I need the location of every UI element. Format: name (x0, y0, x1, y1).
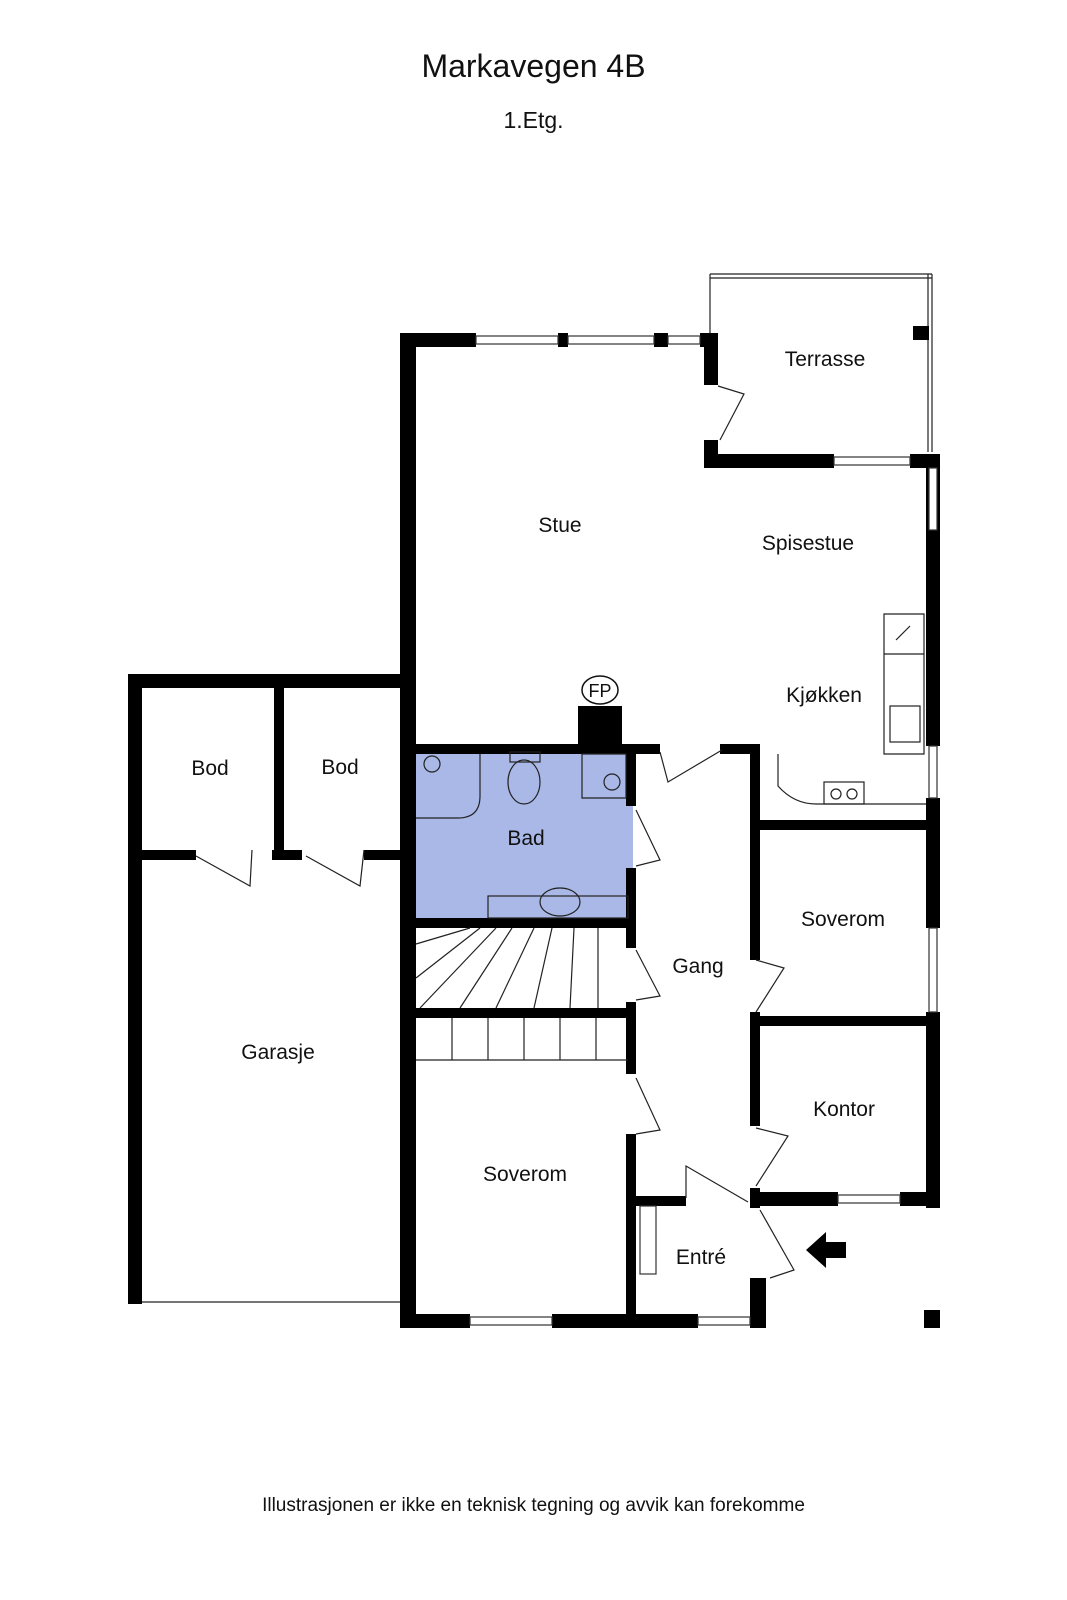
entrance-arrow-icon (806, 1232, 846, 1268)
room-label-soverom-1: Soverom (801, 908, 885, 931)
doors (195, 385, 795, 1279)
room-label-garasje: Garasje (241, 1041, 315, 1064)
room-label-bod-1: Bod (191, 757, 228, 780)
disclaimer-text: Illustrasjonen er ikke en teknisk tegnin… (262, 1495, 805, 1516)
room-label-soverom-2: Soverom (483, 1163, 567, 1186)
fireplace-label: FP (588, 681, 611, 701)
room-label-kjokken: Kjøkken (786, 684, 862, 707)
room-label-bad: Bad (507, 827, 544, 850)
terrace-outline (709, 273, 933, 452)
room-label-terrasse: Terrasse (785, 348, 866, 371)
plan-title: Markavegen 4B (421, 48, 646, 84)
bath-fixtures (416, 751, 629, 919)
fireplace: FP (581, 675, 619, 705)
room-label-entre: Entré (676, 1246, 726, 1269)
floor-label: 1.Etg. (503, 107, 564, 133)
walls (128, 333, 940, 1328)
room-label-gang: Gang (672, 955, 723, 978)
room-label-kontor: Kontor (813, 1098, 875, 1121)
bath-floor (415, 752, 633, 920)
room-label-bod-2: Bod (321, 756, 358, 779)
windows (469, 335, 938, 1326)
room-label-spisestue: Spisestue (762, 532, 854, 555)
kitchen-counter (777, 613, 926, 805)
stairs (415, 927, 628, 1061)
room-label-stue: Stue (538, 514, 581, 537)
